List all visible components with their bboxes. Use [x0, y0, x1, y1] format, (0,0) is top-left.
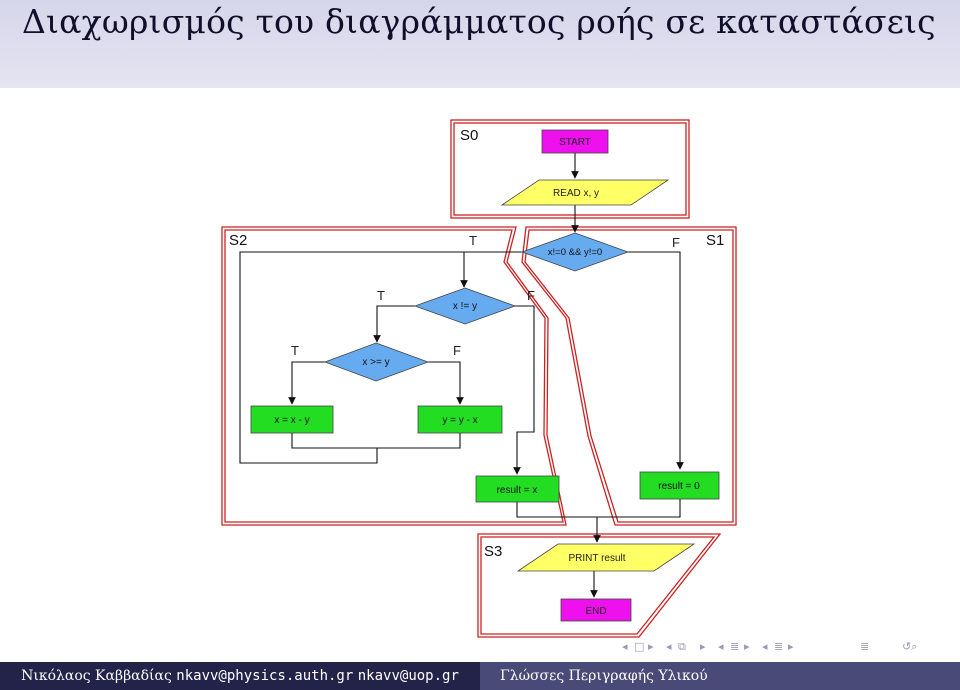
slide-header: Διαχωρισμός του διαγράμματος ροής σε κατ… [0, 0, 960, 88]
nav-menu-icon[interactable]: ≣ [860, 640, 870, 653]
branch-label-nonzero-true: T [469, 233, 477, 248]
decision-nonzero-label: x!=0 && y!=0 [548, 247, 602, 258]
assign-y-label: y = y - x [442, 415, 477, 426]
assign-y-node: y = y - x [417, 405, 503, 434]
state-s1-label: S1 [706, 232, 724, 249]
result-x-label: result = x [497, 485, 538, 496]
nav-prev-slide-icon[interactable]: ◂ [666, 640, 672, 653]
assign-x-node: x = x - y [250, 405, 334, 434]
state-s1-border [521, 226, 737, 526]
branch-label-neq-false: F [527, 288, 535, 303]
result-zero-node: result = 0 [639, 471, 720, 500]
nav-slide-icon[interactable]: ⧉ [678, 640, 686, 653]
start-node: START [541, 129, 609, 154]
read-node: READ x, y [500, 179, 670, 206]
footer-email-physics: nkavv@physics.auth.gr [176, 668, 354, 684]
footer-author-block: Νικόλαος Καββαδίας nkavv@physics.auth.gr… [0, 662, 480, 690]
nav-prev-subsection-icon[interactable]: ◂ [762, 640, 768, 653]
state-s0-label: S0 [460, 127, 478, 144]
nav-subsection-icon[interactable]: ≣ [774, 640, 784, 653]
nav-prev-frame-icon[interactable]: ◂ [622, 640, 628, 653]
decision-ge-node: x >= y [323, 342, 430, 382]
decision-neq-node: x != y [413, 287, 517, 325]
state-s2-border [221, 226, 567, 526]
decision-ge-label: x >= y [362, 357, 389, 368]
slide-footer: Νικόλαος Καββαδίας nkavv@physics.auth.gr… [0, 662, 960, 690]
nav-section-icon[interactable]: ≣ [730, 640, 740, 653]
end-node: END [560, 598, 632, 622]
nav-next-subsection-icon[interactable]: ▸ [788, 640, 794, 653]
assign-x-label: x = x - y [274, 415, 309, 426]
nav-next-slide-icon[interactable]: ▸ [700, 640, 706, 653]
nav-search-icon[interactable]: ↺⌕ [902, 640, 918, 653]
branch-label-ge-true: T [291, 343, 299, 358]
state-s3-border [477, 533, 722, 638]
branch-label-nonzero-false: F [672, 235, 680, 250]
nav-prev-section-icon[interactable]: ◂ [718, 640, 724, 653]
slide-title: Διαχωρισμός του διαγράμματος ροής σε κατ… [22, 2, 936, 41]
decision-nonzero-node: x!=0 && y!=0 [520, 232, 630, 272]
result-zero-label: result = 0 [658, 481, 700, 492]
state-s2-label: S2 [229, 232, 247, 249]
branch-label-neq-true: T [377, 288, 385, 303]
footer-course: Γλώσσες Περιγραφής Υλικού [500, 668, 708, 684]
beamer-navigation: ◂ □ ▸ ◂ ⧉ ▸ ◂ ≣ ▸ ◂ ≣ ▸ ≣ ↺⌕ [620, 640, 960, 662]
state-s0-border [450, 119, 690, 219]
nav-next-frame-icon[interactable]: ▸ [648, 640, 654, 653]
footer-email-uop: nkavv@uop.gr [357, 668, 459, 684]
branch-label-ge-false: F [453, 343, 461, 358]
end-node-label: END [585, 606, 606, 617]
result-x-node: result = x [475, 475, 560, 503]
print-node: PRINT result [516, 543, 696, 572]
print-node-label: PRINT result [568, 553, 625, 564]
footer-author: Νικόλαος Καββαδίας [21, 668, 172, 684]
state-borders [221, 119, 737, 638]
nav-frame-icon[interactable]: □ [634, 640, 645, 653]
start-node-label: START [559, 137, 591, 148]
footer-course-block: Γλώσσες Περιγραφής Υλικού [480, 662, 960, 690]
decision-neq-label: x != y [453, 301, 477, 312]
read-node-label: READ x, y [553, 188, 599, 199]
nav-next-section-icon[interactable]: ▸ [744, 640, 750, 653]
state-s3-label: S3 [484, 543, 502, 560]
flow-connectors [239, 153, 684, 598]
